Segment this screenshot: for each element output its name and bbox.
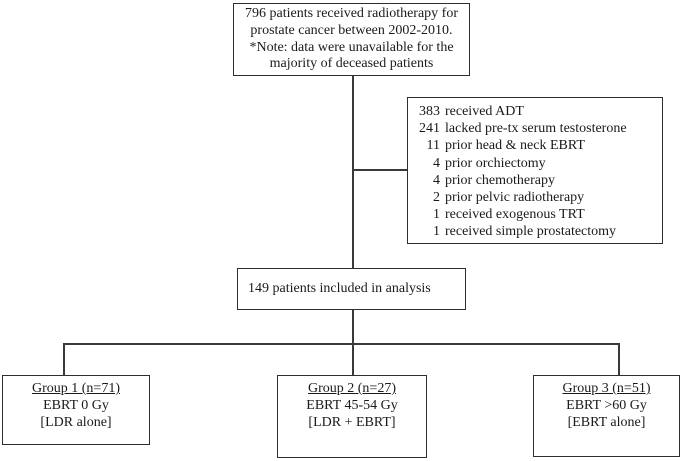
exclusion-item: 1 received exogenous TRT bbox=[418, 206, 662, 223]
exclusion-label: prior chemotherapy bbox=[445, 172, 556, 188]
exclusion-label: prior orchiectomy bbox=[445, 155, 546, 171]
enrollment-line-1: 796 patients received radiotherapy for bbox=[244, 6, 459, 21]
exclusion-item: 1 received simple prostatectomy bbox=[418, 223, 662, 240]
analysis-box: 149 patients included in analysis bbox=[237, 268, 466, 310]
exclusion-count: 383 bbox=[419, 104, 440, 119]
group-2-dose: EBRT 45-54 Gy bbox=[306, 398, 398, 413]
branch-drop-group1 bbox=[63, 343, 65, 376]
exclusion-item: 2 prior pelvic radiotherapy bbox=[418, 189, 662, 206]
exclusion-label: received exogenous TRT bbox=[445, 207, 585, 223]
exclusion-label: prior pelvic radiotherapy bbox=[445, 190, 585, 206]
branch-drop-group3 bbox=[618, 343, 620, 376]
exclusion-count: 1 bbox=[433, 224, 440, 240]
enrollment-line-2: prostate cancer between 2002-2010. bbox=[250, 22, 453, 38]
exclusion-count: 241 bbox=[419, 121, 440, 137]
group-3-box: Group 3 (n=51) EBRT >60 Gy [EBRT alone] bbox=[533, 375, 680, 457]
exclusion-count: 2 bbox=[433, 190, 440, 206]
exclusion-label: prior head & neck EBRT bbox=[445, 138, 585, 154]
exclusion-item: 383 received ADT bbox=[418, 103, 662, 120]
exclusion-count: 1 bbox=[433, 207, 440, 223]
exclusion-item: 4 prior chemotherapy bbox=[418, 172, 662, 189]
exclusion-label: lacked pre-tx serum testosterone bbox=[445, 121, 627, 137]
exclusion-count: 11 bbox=[426, 138, 440, 154]
connector-analysis-to-branch bbox=[352, 310, 354, 344]
group-2-box: Group 2 (n=27) EBRT 45-54 Gy [LDR + EBRT… bbox=[277, 375, 427, 458]
group-2-title: Group 2 (n=27) bbox=[308, 381, 396, 396]
analysis-text: 149 patients included in analysis bbox=[248, 281, 431, 296]
enrollment-line-3: *Note: data were unavailable for the bbox=[249, 39, 454, 55]
connector-top-to-analysis bbox=[352, 76, 354, 268]
group-1-box: Group 1 (n=71) EBRT 0 Gy [LDR alone] bbox=[2, 375, 150, 445]
group-1-title: Group 1 (n=71) bbox=[32, 381, 120, 396]
enrollment-box: 796 patients received radiotherapy for p… bbox=[233, 3, 470, 76]
group-1-modality: [LDR alone] bbox=[40, 415, 112, 430]
group-3-title: Group 3 (n=51) bbox=[562, 381, 651, 396]
group-1-dose: EBRT 0 Gy bbox=[43, 398, 109, 413]
branch-drop-group2 bbox=[352, 343, 354, 376]
exclusion-count: 4 bbox=[433, 172, 440, 188]
connector-to-exclusions bbox=[353, 169, 407, 171]
exclusion-item: 241 lacked pre-tx serum testosterone bbox=[418, 120, 662, 137]
branch-horizontal-line bbox=[63, 343, 620, 345]
exclusion-label: received simple prostatectomy bbox=[445, 224, 617, 240]
exclusion-count: 4 bbox=[433, 155, 440, 171]
group-2-modality: [LDR + EBRT] bbox=[308, 415, 396, 430]
enrollment-line-4: majority of deceased patients bbox=[269, 56, 434, 72]
group-3-modality: [EBRT alone] bbox=[567, 415, 646, 430]
group-3-dose: EBRT >60 Gy bbox=[566, 398, 647, 413]
exclusion-item: 11 prior head & neck EBRT bbox=[418, 137, 662, 154]
exclusion-label: received ADT bbox=[445, 104, 524, 119]
exclusion-item: 4 prior orchiectomy bbox=[418, 155, 662, 172]
